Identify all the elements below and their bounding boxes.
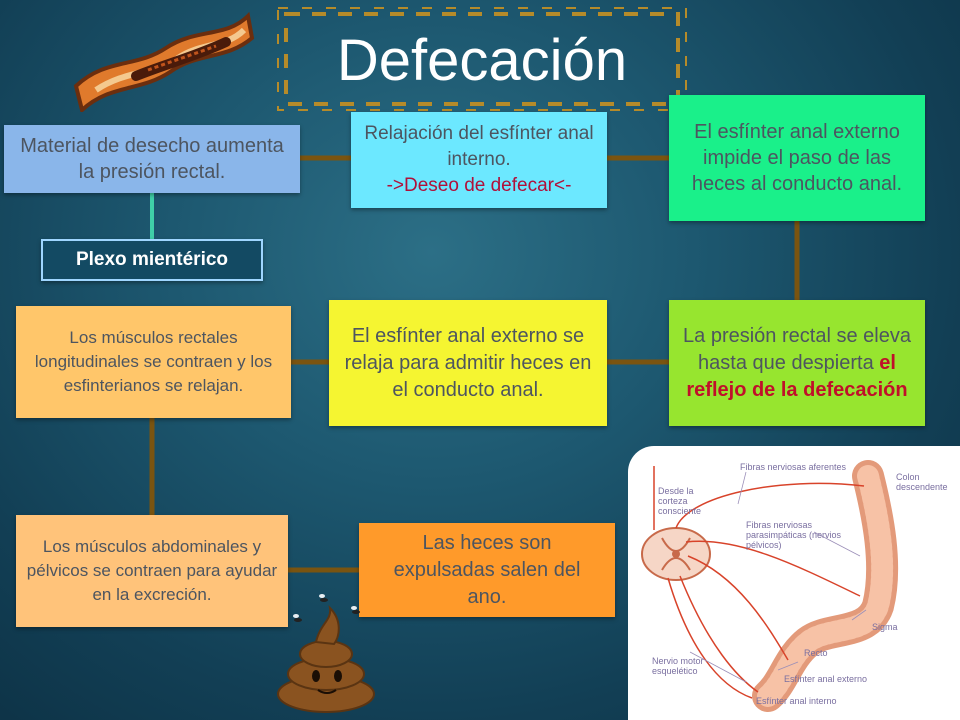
colon-nerve-illustration — [641, 460, 899, 712]
label-esfinter-interno: Esfínter anal interno — [756, 696, 837, 706]
anatomy-diagram: Fibras nerviosas aferentes Colon descend… — [628, 446, 960, 720]
label-nervio-motor: Nervio motor esquelético — [652, 656, 704, 676]
box-presion-rectal-text: La presión rectal se eleva hasta que des… — [683, 324, 911, 374]
box-musculos-rectales: Los músculos rectales longitudinales se … — [16, 306, 291, 418]
box-esfinter-externo-impide-text: El esfínter anal externo impide el paso … — [691, 121, 903, 195]
label-fibras-parasimpaticas: Fibras nerviosas parasimpáticas (nervios… — [746, 520, 842, 550]
label-colon-descendente: Colon descendente — [896, 472, 948, 492]
title-frame — [277, 7, 687, 111]
box-deseo-text: ->Deseo de defecar<- — [386, 175, 572, 196]
box-material-desecho: Material de desecho aumenta la presión r… — [4, 125, 300, 193]
box-plexo-text: Plexo mientérico — [75, 249, 229, 270]
box-musculos-abdominales-text: Los músculos abdominales y pélvicos se c… — [26, 537, 278, 604]
page-title: Defecación — [336, 27, 628, 93]
box-esfinter-externo-impide: El esfínter anal externo impide el paso … — [669, 95, 925, 221]
box-relajacion-text: Relajación del esfínter anal interno. — [364, 123, 594, 170]
label-desde-corteza: Desde la corteza consciente — [658, 486, 702, 516]
box-plexo-mienterico: Plexo mientérico — [41, 239, 263, 281]
box-musculos-abdominales: Los músculos abdominales y pélvicos se c… — [16, 515, 288, 627]
box-presion-rectal-content: La presión rectal se eleva hasta que des… — [681, 323, 913, 404]
box-presion-rectal: La presión rectal se eleva hasta que des… — [669, 300, 925, 426]
intestine-strip-icon — [73, 11, 255, 112]
label-esfinter-externo: Esfínter anal externo — [784, 674, 868, 684]
label-sigma: Sigma — [872, 622, 898, 632]
label-recto: Recto — [804, 648, 828, 658]
box-musculos-rectales-text: Los músculos rectales longitudinales se … — [34, 328, 273, 395]
box-esfinter-externo-relaja-text: El esfínter anal externo se relaja para … — [344, 324, 592, 401]
box-esfinter-externo-relaja: El esfínter anal externo se relaja para … — [329, 300, 607, 426]
box-relajacion-esfinter-interno: Relajación del esfínter anal interno. ->… — [351, 112, 607, 208]
box-heces-expulsadas: Las heces son expulsadas salen del ano. — [359, 523, 615, 617]
reflejo-defecacion-highlight: el reflejo de la defecación — [686, 351, 908, 401]
box-material-desecho-text: Material de desecho aumenta la presión r… — [20, 135, 284, 183]
box-heces-text: Las heces son expulsadas salen del ano. — [393, 531, 581, 608]
poop-icon — [277, 594, 375, 713]
label-fibras-aferentes: Fibras nerviosas aferentes — [740, 462, 847, 472]
